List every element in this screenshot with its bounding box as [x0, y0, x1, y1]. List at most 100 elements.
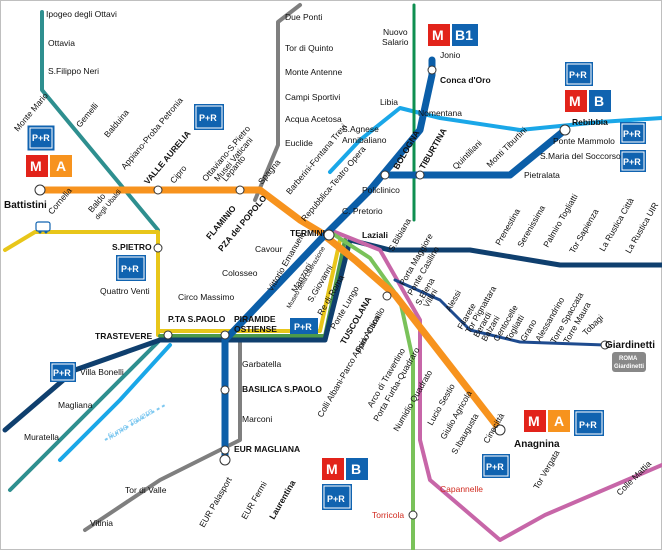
station-rebibbia: Rebibbia — [572, 117, 608, 127]
interchange-dots — [34, 65, 610, 520]
station-pretorio: C. Pretorio — [342, 206, 383, 216]
metro-b-line — [221, 56, 436, 464]
station-laziali: Laziali — [362, 230, 388, 240]
metro-b-east-line — [386, 126, 569, 179]
station-jonio: Jonio — [440, 50, 461, 60]
park-ride-badge-laurentina: P+R — [322, 484, 352, 510]
svg-text:P+R: P+R — [579, 420, 597, 430]
station-nuovo: Nuovo — [383, 27, 408, 37]
park-ride-badge-spietro: P+R — [116, 255, 146, 281]
station-anagnina: Anagnina — [514, 439, 560, 450]
svg-text:P+R: P+R — [623, 129, 641, 139]
metro-b-badge-laurentina: M B — [322, 458, 368, 480]
svg-text:M: M — [432, 27, 444, 43]
station-garbatella: Garbatella — [242, 359, 281, 369]
station-cavour: Cavour — [255, 244, 283, 254]
fl5-yellow-line — [3, 230, 160, 337]
station-villabonelli: Villa Bonelli — [80, 367, 124, 377]
park-ride-badge-subaugusta: P+R — [482, 454, 510, 478]
station-magliana: Magliana — [58, 400, 93, 410]
station-vitinia: Vitinia — [90, 518, 113, 528]
svg-text:P+R: P+R — [623, 157, 641, 167]
park-ride-badge-anagnina: P+R — [574, 410, 604, 436]
fl-band-yellow — [158, 238, 342, 333]
svg-text:Giardinetti: Giardinetti — [614, 364, 644, 370]
svg-text:ROMA: ROMA — [619, 356, 638, 362]
bus-icon — [35, 221, 51, 234]
svg-text:M: M — [528, 413, 540, 429]
park-ride-badge-valle: P+R — [194, 104, 224, 130]
svg-text:P+R: P+R — [486, 462, 504, 472]
park-ride-badge-soccorso: P+R — [620, 150, 646, 172]
svg-text:P+R: P+R — [121, 264, 139, 274]
svg-text:P+R: P+R — [327, 494, 345, 504]
metro-a-badge-anagnina: M A — [524, 410, 570, 432]
svg-text:M: M — [569, 93, 581, 109]
station-quattro: Quattro Venti — [100, 286, 150, 296]
svg-text:A: A — [56, 158, 66, 174]
station-nomentana: Nomentana — [418, 108, 462, 118]
station-termini: TERMINI — [290, 228, 325, 238]
svg-text:P+R: P+R — [199, 113, 217, 123]
svg-text:P+R: P+R — [53, 368, 71, 378]
station-campi: Campi Sportivi — [285, 92, 340, 102]
park-ride-badge-bonelli: P+R — [50, 362, 76, 382]
station-torricola: Torricola — [372, 510, 404, 520]
tram-giardinetti-line — [393, 278, 607, 347]
station-capannelle: Capannelle — [440, 484, 483, 494]
svg-text:P+R: P+R — [569, 70, 587, 80]
station-dueponti: Due Ponti — [285, 12, 322, 22]
roma-nord-line — [253, 3, 302, 202]
station-piramide: PIRAMIDE — [234, 314, 276, 324]
station-ottavia: Ottavia — [48, 38, 75, 48]
svg-text:B: B — [594, 93, 604, 109]
park-ride-badge-rebibbia: P+R — [565, 62, 593, 86]
station-marconi: Marconi — [242, 414, 272, 424]
station-mammolo: Ponte Mammolo — [553, 136, 615, 146]
station-annibaliano: Annibaliano — [342, 135, 387, 145]
station-soccorso: S.Maria del Soccorso — [540, 151, 621, 161]
station-filippo: S.Filippo Neri — [48, 66, 99, 76]
station-circo: Circo Massimo — [178, 292, 234, 302]
station-spietro: S.PIETRO — [112, 242, 152, 252]
fl3-south-line — [8, 338, 162, 492]
station-salario: Salario — [382, 37, 409, 47]
fl-fiumicino-light-line — [58, 343, 172, 462]
park-ride-badge-ostiense: P+R — [290, 318, 318, 334]
station-sagnese: S.Agnese — [342, 124, 379, 134]
metro-a-badge-west: M A — [26, 155, 72, 177]
station-ipogeo: Ipogeo degli Ottavi — [46, 9, 117, 19]
svg-text:P+R: P+R — [32, 133, 50, 143]
station-tordivalle: Tor di Valle — [125, 485, 167, 495]
pink-fl-line — [328, 228, 662, 542]
station-muratella: Muratella — [24, 432, 59, 442]
station-battistini: Battistini — [4, 200, 47, 211]
station-torquinto: Tor di Quinto — [285, 43, 333, 53]
station-acqua: Acqua Acetosa — [285, 114, 342, 124]
fl-tiburtina-light-line — [328, 106, 662, 174]
station-pietralata: Pietralata — [524, 170, 560, 180]
station-ptapaolo: P.TA S.PAOLO — [168, 314, 226, 324]
metro-b-badge-rebibbia: M B — [565, 90, 611, 112]
metro-b1-badge: M B1 — [428, 24, 478, 46]
station-eurmagliana: EUR MAGLIANA — [234, 444, 300, 454]
station-policlinico: Policlinico — [362, 185, 400, 195]
metro-a-line — [38, 186, 504, 434]
station-monteantenne: Monte Antenne — [285, 67, 342, 77]
svg-text:B1: B1 — [455, 27, 473, 43]
roma-giardinetti-box: ROMA Giardinetti — [612, 352, 646, 372]
svg-text:P+R: P+R — [294, 322, 312, 332]
station-trastevere: TRASTEVERE — [95, 331, 152, 341]
roma-lido-line — [83, 338, 242, 532]
svg-text:B: B — [351, 461, 361, 477]
station-colosseo: Colosseo — [222, 268, 258, 278]
station-ostiense: OSTIENSE — [234, 324, 277, 334]
park-ride-badge-west: P+R — [27, 125, 55, 151]
station-libia: Libia — [380, 97, 398, 107]
svg-text:M: M — [30, 158, 42, 174]
station-euclide: Euclide — [285, 138, 313, 148]
station-giardinetti: Giardinetti — [605, 340, 655, 351]
station-basilica: BASILICA S.PAOLO — [242, 384, 322, 394]
park-ride-badge-mammolo: P+R — [620, 122, 646, 144]
